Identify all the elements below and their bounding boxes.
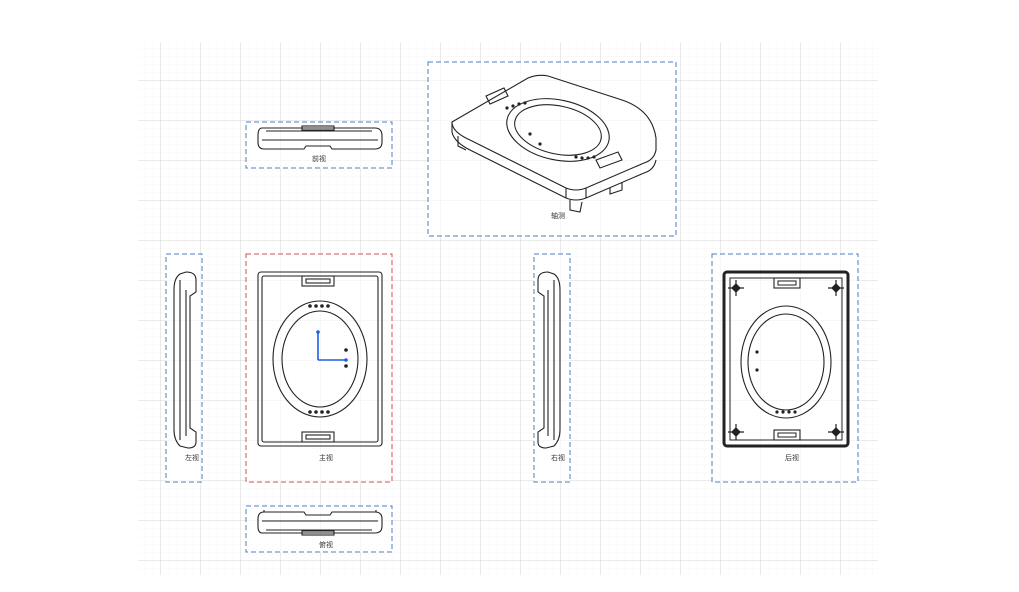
axis-x-end	[344, 358, 348, 362]
front-dots	[308, 304, 348, 414]
view-label-right: 右视	[551, 453, 565, 462]
view-label-back: 后视	[785, 453, 799, 462]
bottom-view-geometry	[257, 510, 383, 536]
view-back[interactable]: 后视	[711, 253, 859, 483]
iso-view-geometry	[451, 74, 657, 213]
view-front[interactable]: 主视	[245, 253, 393, 483]
back-view-geometry	[722, 270, 850, 448]
axis-triad	[316, 330, 348, 362]
view-frame-right	[533, 253, 571, 483]
view-frame-bottom	[245, 505, 393, 553]
back-dots	[755, 350, 797, 414]
view-bottom[interactable]: 俯视	[245, 505, 393, 553]
axis-y-end	[316, 330, 320, 334]
view-label-front: 主视	[319, 453, 333, 462]
front-view-geometry	[257, 271, 383, 447]
view-label-top: 前视	[312, 154, 326, 163]
top-view-geometry	[257, 125, 383, 150]
iso-dots	[505, 101, 596, 160]
left-view-geometry	[173, 271, 197, 449]
right-view-geometry	[537, 271, 561, 449]
view-frame-front	[245, 253, 393, 483]
view-iso[interactable]: 轴测	[427, 61, 677, 237]
view-frame-iso	[427, 61, 677, 237]
view-right[interactable]: 右视	[533, 253, 571, 483]
view-label-iso: 轴测	[551, 211, 565, 220]
back-feet	[728, 280, 844, 440]
view-label-bottom: 俯视	[319, 540, 333, 549]
view-top[interactable]: 前视	[245, 121, 393, 169]
view-frame-left	[165, 253, 203, 483]
view-label-left: 左视	[185, 453, 199, 462]
view-left[interactable]: 左视	[165, 253, 203, 483]
